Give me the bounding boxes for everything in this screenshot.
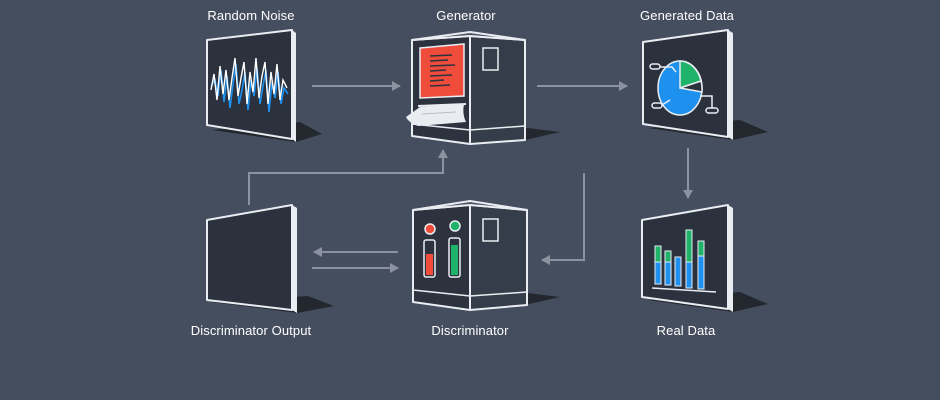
pie-slice-dark bbox=[679, 80, 703, 93]
label-discriminator: Discriminator bbox=[431, 323, 509, 338]
bar-2-blue bbox=[664, 261, 672, 286]
printer-slot bbox=[417, 103, 467, 107]
label-random-noise: Random Noise bbox=[207, 8, 295, 23]
flow-arrows bbox=[248, 81, 693, 273]
waveform-monitor-icon bbox=[206, 29, 322, 142]
pie-chart-monitor-icon bbox=[642, 29, 768, 140]
bar-1-green bbox=[654, 245, 662, 263]
pie-callouts bbox=[649, 63, 719, 114]
noise-wave-white bbox=[210, 57, 288, 105]
bar-1-blue bbox=[654, 261, 662, 285]
bar-5-green bbox=[697, 240, 705, 257]
noise-wave-blue bbox=[210, 63, 289, 113]
arrow-to-discriminator bbox=[541, 173, 585, 265]
bar-2-green bbox=[664, 250, 672, 263]
green-gauge-fill bbox=[451, 245, 458, 275]
panel-side bbox=[728, 30, 733, 140]
label-generated-data: Generated Data bbox=[640, 8, 734, 23]
machine-front bbox=[412, 204, 471, 311]
machine-side-vent bbox=[482, 47, 499, 71]
red-gauge-fill bbox=[426, 254, 433, 275]
machine-base-line-side bbox=[469, 291, 528, 297]
machine-base-line-side bbox=[469, 125, 526, 131]
monitor-panel bbox=[206, 204, 293, 311]
bar-5-blue bbox=[697, 255, 705, 290]
machine-top bbox=[412, 200, 528, 211]
panel-side bbox=[292, 205, 297, 313]
bar-chart-baseline bbox=[651, 287, 717, 293]
monitor-panel bbox=[641, 204, 729, 310]
label-generator: Generator bbox=[436, 8, 496, 23]
label-real-data: Real Data bbox=[656, 323, 716, 338]
screen-text-lines bbox=[429, 54, 456, 87]
green-indicator-light bbox=[449, 220, 461, 232]
machine-base-line-front bbox=[412, 289, 471, 297]
blank-monitor-icon bbox=[206, 204, 334, 313]
bar-chart-monitor-icon bbox=[641, 204, 768, 312]
bar-4-green bbox=[685, 229, 693, 263]
bar-3-blue bbox=[674, 256, 682, 287]
printer-machine-icon bbox=[406, 31, 560, 145]
machine-top bbox=[411, 31, 526, 41]
machine-side-vent bbox=[482, 218, 499, 242]
panel-side bbox=[728, 205, 733, 312]
arrow-feedback-to-generator bbox=[248, 149, 448, 205]
label-discriminator-output: Discriminator Output bbox=[190, 323, 312, 338]
gauge-machine-icon bbox=[412, 200, 560, 311]
printed-paper bbox=[406, 104, 466, 126]
bar-chart-bars bbox=[654, 229, 705, 290]
bar-4-blue bbox=[685, 261, 693, 289]
red-indicator-light bbox=[424, 223, 436, 235]
